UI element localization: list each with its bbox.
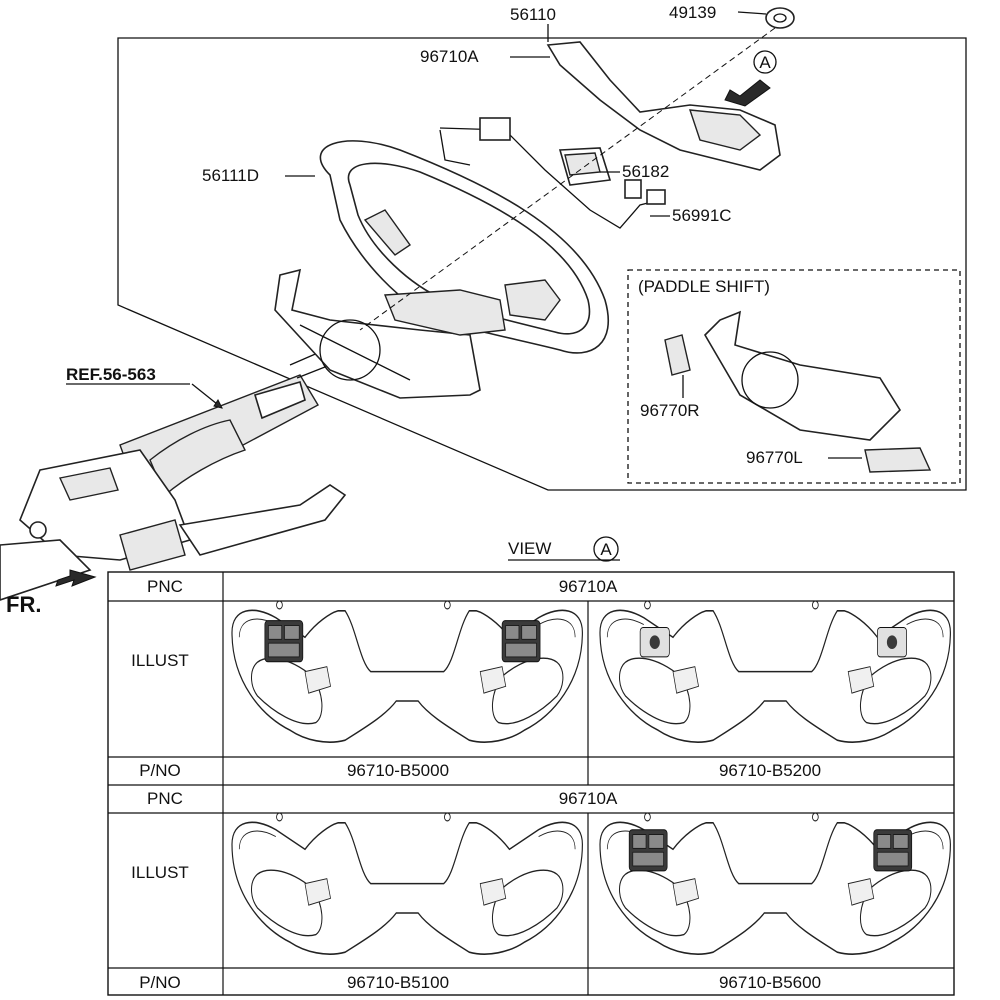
switch-bezel-assembly [546, 41, 781, 171]
callout-96770l: 96770L [746, 448, 803, 467]
callout-56182: 56182 [622, 162, 669, 181]
paddle-shift-parts [664, 310, 932, 473]
part-number-b5000: 96710-B5000 [347, 761, 449, 780]
illustration-b5100 [231, 812, 584, 955]
illustration-b5600 [599, 812, 952, 955]
front-direction: FR. [6, 569, 97, 617]
view-marker-top: A [759, 53, 771, 72]
view-a-arrow: A [724, 50, 777, 107]
callout-49139: 49139 [669, 3, 716, 22]
assembly-axis [359, 27, 776, 331]
illust-label-1: ILLUST [131, 651, 189, 670]
pnc-label-2: PNC [147, 789, 183, 808]
callout-ref: REF.56-563 [66, 365, 156, 384]
callout-96710a: 96710A [420, 47, 479, 66]
pno-label-2: P/NO [139, 973, 181, 992]
illustration-b5000 [231, 600, 584, 743]
pno-label-1: P/NO [139, 761, 181, 780]
wheel-back-cover [274, 268, 481, 399]
steering-column [0, 351, 347, 601]
pnc-value-1: 96710A [559, 577, 618, 596]
illustration-b5200 [599, 600, 952, 743]
part-number-b5600: 96710-B5600 [719, 973, 821, 992]
view-marker-circle [593, 536, 619, 562]
nut-49139 [765, 7, 795, 29]
paddle-shift-box [627, 269, 961, 484]
view-label: VIEW [508, 539, 551, 558]
wiring-harness [439, 117, 666, 229]
part-number-b5200: 96710-B5200 [719, 761, 821, 780]
view-marker: A [600, 540, 612, 559]
paddle-shift-title: (PADDLE SHIFT) [638, 277, 770, 296]
part-number-b5100: 96710-B5100 [347, 973, 449, 992]
parts-table: PNC 96710A ILLUST P/NO 96710-B5000 96710… [107, 571, 955, 996]
pnc-value-2: 96710A [559, 789, 618, 808]
illust-label-2: ILLUST [131, 863, 189, 882]
pnc-label-1: PNC [147, 577, 183, 596]
front-label: FR. [6, 592, 41, 617]
callout-96770r: 96770R [640, 401, 700, 420]
callout-56110: 56110 [510, 5, 556, 24]
steering-wheel-rim [319, 140, 610, 354]
assembly-boundary [117, 37, 967, 491]
callout-56111d: 56111D [202, 166, 259, 185]
callout-56991c: 56991C [672, 206, 732, 225]
